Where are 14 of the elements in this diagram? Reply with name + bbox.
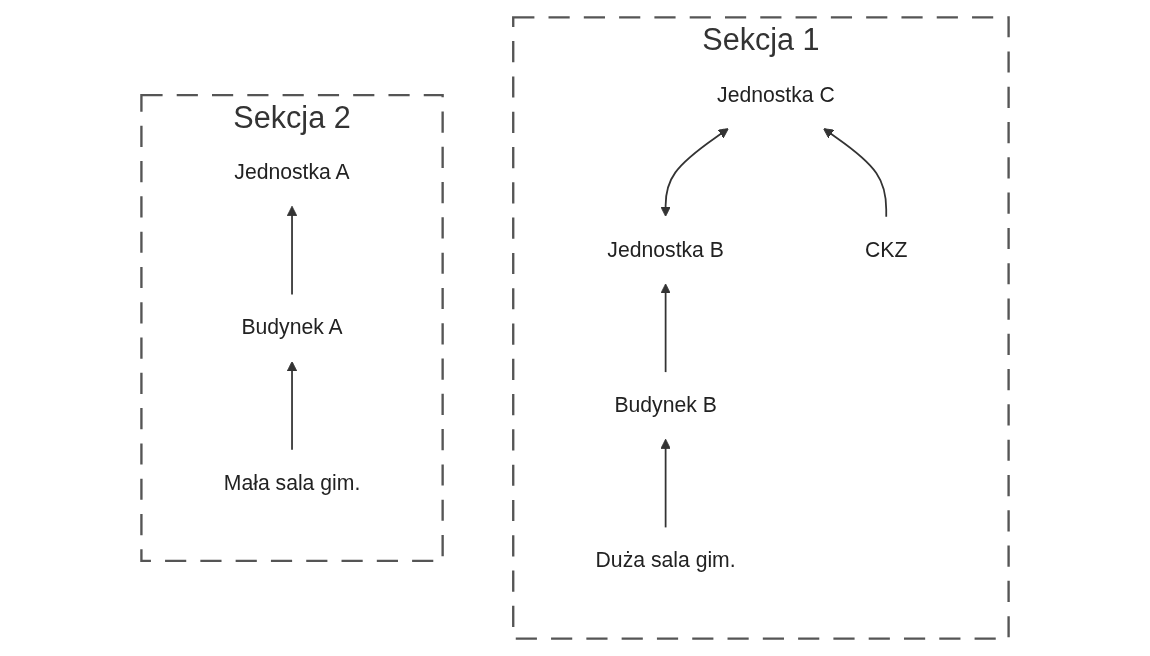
arrow [660,438,671,529]
arrow [823,128,888,218]
arrow [286,205,298,296]
node-text: Duża sala gim. [595,548,736,573]
node-text: Jednostka C [717,82,835,107]
node-text: Mała sala gim. [223,470,361,495]
node-text: Jednostka B [607,237,724,262]
node-text: CKZ [865,237,908,262]
arrow [660,283,671,373]
arrow [660,128,729,217]
node-text: Budynek B [614,393,717,417]
node-text: Budynek A [241,315,343,340]
node-text: Jednostka A [234,160,350,184]
arrow [286,361,298,451]
